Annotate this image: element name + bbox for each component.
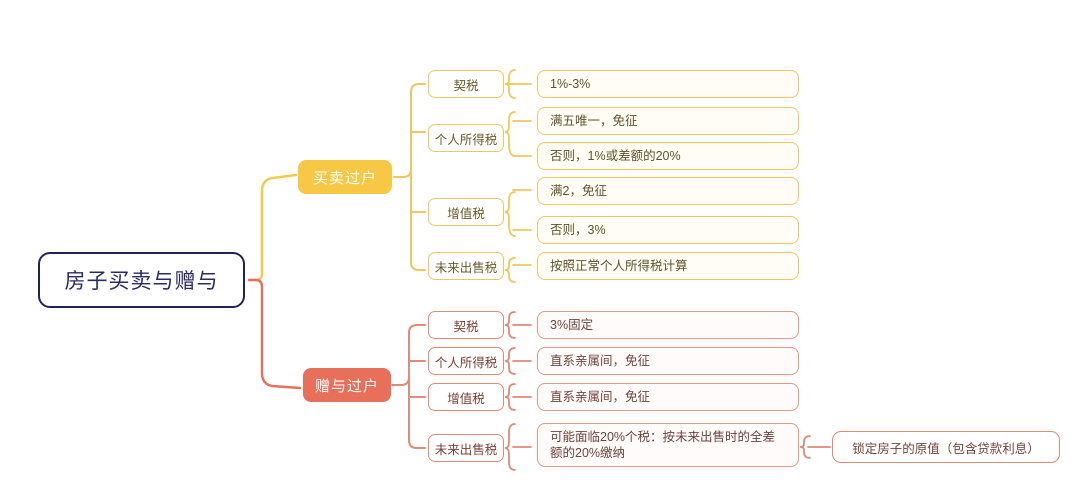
category-gift-income-tax[interactable]: 个人所得税 — [428, 347, 504, 375]
category-label: 未来出售税 — [434, 260, 498, 275]
category-gift-vat[interactable]: 增值税 — [428, 383, 504, 411]
category-sell-vat[interactable]: 增值税 — [428, 198, 504, 226]
category-label: 未来出售税 — [434, 442, 498, 457]
branch-label-sell: 买卖过户 — [312, 169, 377, 187]
category-sell-deed-tax[interactable]: 契税 — [428, 70, 504, 98]
leaf-text: 直系亲属间，免征 — [550, 354, 651, 368]
terminal-node-original-value[interactable]: 锁定房子的原值（包含贷款利息） — [832, 431, 1060, 463]
category-label: 个人所得税 — [434, 355, 498, 370]
category-label: 增值税 — [447, 391, 485, 406]
leaf-sell-income-2[interactable]: 否则，1%或差额的20% — [537, 142, 799, 170]
category-gift-future-sale-tax[interactable]: 未来出售税 — [428, 434, 504, 462]
leaf-gift-vat-1[interactable]: 直系亲属间，免征 — [537, 383, 799, 411]
leaf-gift-deed-1[interactable]: 3%固定 — [537, 311, 799, 339]
category-label: 个人所得税 — [434, 132, 498, 147]
leaf-text: 满五唯一，免征 — [550, 114, 638, 128]
branch-label-gift: 赠与过户 — [314, 377, 379, 395]
leaf-sell-vat-2[interactable]: 否则，3% — [537, 216, 799, 244]
leaf-text: 直系亲属间，免征 — [550, 390, 651, 404]
category-gift-deed-tax[interactable]: 契税 — [428, 311, 504, 339]
branch-node-sell[interactable]: 买卖过户 — [298, 160, 392, 194]
leaf-sell-future-1[interactable]: 按照正常个人所得税计算 — [537, 252, 799, 280]
leaf-gift-future-1[interactable]: 可能面临20%个税：按未来出售时的全差额的20%缴纳 — [537, 423, 799, 467]
leaf-text: 满2，免征 — [550, 184, 607, 198]
leaf-text: 按照正常个人所得税计算 — [550, 259, 688, 273]
leaf-text: 否则，1%或差额的20% — [550, 149, 681, 163]
leaf-text: 3%固定 — [550, 318, 594, 332]
terminal-label: 锁定房子的原值（包含贷款利息） — [852, 441, 1040, 456]
category-sell-future-sale-tax[interactable]: 未来出售税 — [428, 252, 504, 280]
category-label: 契税 — [453, 78, 479, 93]
root-label: 房子买卖与赠与 — [64, 270, 219, 293]
root-node[interactable]: 房子买卖与赠与 — [38, 252, 245, 308]
leaf-gift-income-1[interactable]: 直系亲属间，免征 — [537, 347, 799, 375]
branch-node-gift[interactable]: 赠与过户 — [303, 368, 391, 402]
category-label: 增值税 — [447, 206, 485, 221]
leaf-sell-deed-1[interactable]: 1%-3% — [537, 70, 799, 98]
leaf-text: 1%-3% — [550, 77, 591, 91]
leaf-sell-income-1[interactable]: 满五唯一，免征 — [537, 107, 799, 135]
category-sell-income-tax[interactable]: 个人所得税 — [428, 124, 504, 152]
category-label: 契税 — [453, 319, 479, 334]
leaf-text: 否则，3% — [550, 223, 606, 237]
leaf-text: 可能面临20%个税：按未来出售时的全差额的20%缴纳 — [550, 430, 776, 460]
leaf-sell-vat-1[interactable]: 满2，免征 — [537, 177, 799, 205]
